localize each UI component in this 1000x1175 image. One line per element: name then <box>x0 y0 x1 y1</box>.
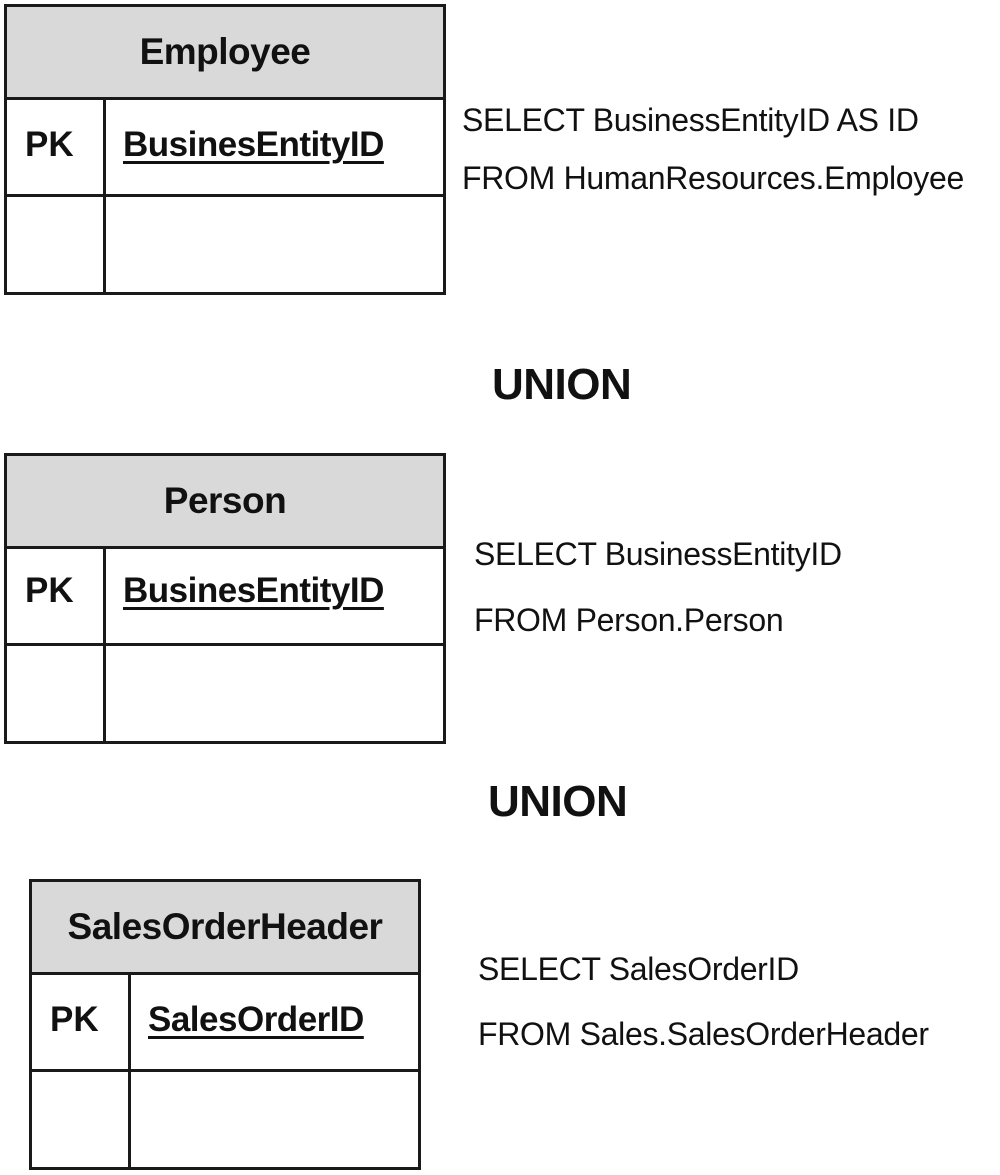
table-title: Employee <box>139 31 311 72</box>
query-from-line: FROM Sales.SalesOrderHeader <box>478 1016 929 1052</box>
table-header: Person <box>7 456 443 549</box>
table-header: SalesOrderHeader <box>32 882 418 975</box>
query-from-line: FROM HumanResources.Employee <box>462 160 964 196</box>
primary-key-label: PK <box>25 571 74 610</box>
union-operator: UNION <box>492 360 632 409</box>
column-divider <box>103 100 106 292</box>
column-divider <box>103 549 106 741</box>
table-header: Employee <box>7 7 443 100</box>
query-select-line: SELECT BusinessEntityID <box>474 536 842 572</box>
sales-order-header-table: SalesOrderHeader PK SalesOrderID <box>29 879 421 1170</box>
key-field-name: SalesOrderID <box>148 1000 364 1039</box>
row-divider <box>7 643 443 646</box>
primary-key-label: PK <box>25 125 74 164</box>
key-field-name: BusinesEntityID <box>123 571 384 610</box>
row-divider <box>7 194 443 197</box>
union-operator: UNION <box>488 777 628 826</box>
query-select-line: SELECT SalesOrderID <box>478 951 799 987</box>
row-divider <box>32 1069 418 1072</box>
primary-key-label: PK <box>50 1000 99 1039</box>
table-title: SalesOrderHeader <box>67 906 383 947</box>
key-field-name: BusinesEntityID <box>123 125 384 164</box>
employee-table: Employee PK BusinesEntityID <box>4 4 446 295</box>
table-title: Person <box>163 480 287 521</box>
person-table: Person PK BusinesEntityID <box>4 453 446 744</box>
column-divider <box>128 975 131 1167</box>
query-from-line: FROM Person.Person <box>474 602 784 638</box>
query-select-line: SELECT BusinessEntityID AS ID <box>462 102 919 138</box>
